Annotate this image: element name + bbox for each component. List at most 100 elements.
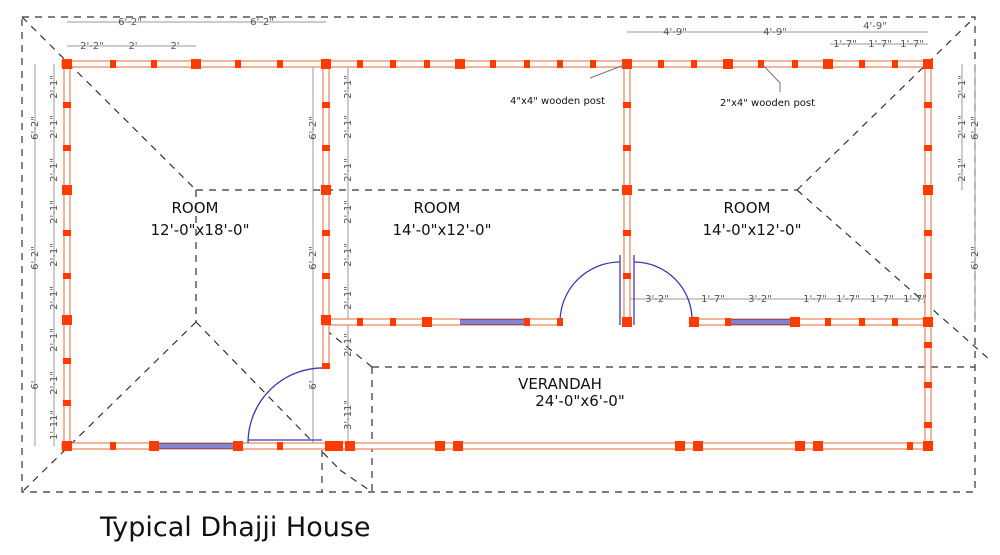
doors-windows xyxy=(155,255,792,449)
post-2x4 xyxy=(590,60,596,68)
room-2-name: ROOM xyxy=(414,199,461,217)
door-swing-room1 xyxy=(247,367,327,444)
post-4x4 xyxy=(693,441,703,451)
post-4x4 xyxy=(321,185,331,195)
post-2x4 xyxy=(623,230,631,236)
dimension-label: 2'-2" xyxy=(80,41,104,52)
post-4x4 xyxy=(622,317,632,327)
dimension-label: 2'-1" xyxy=(49,371,60,395)
dimension-label: 2'-1" xyxy=(49,200,60,224)
post-4x4 xyxy=(345,441,355,451)
post-2x4 xyxy=(892,318,898,326)
dimension-lines xyxy=(34,21,976,446)
dimension-label: 1'-7" xyxy=(803,294,827,305)
room-2-size: 14'-0"x12'-0" xyxy=(392,221,491,239)
post-2x4 xyxy=(924,102,932,108)
leader-4x4 xyxy=(589,63,628,79)
post-4x4 xyxy=(823,59,833,69)
post-2x4 xyxy=(277,60,283,68)
post-2x4 xyxy=(322,145,330,151)
post-2x4 xyxy=(63,145,71,151)
post-2x4 xyxy=(691,60,697,68)
verandah-size: 24'-0"x6'-0" xyxy=(535,392,624,410)
dimension-label: 2'-1" xyxy=(343,200,354,224)
dimension-label: 6'-2" xyxy=(250,17,274,28)
post-2x4 xyxy=(907,442,913,450)
dimension-label: 3'-2" xyxy=(645,294,669,305)
dimension-label: 6'-2" xyxy=(970,116,981,140)
dimension-label: 2'-1" xyxy=(343,75,354,99)
post-4x4 xyxy=(923,441,933,451)
post-2x4 xyxy=(557,318,563,326)
dimension-label: 6' xyxy=(308,380,319,389)
post-2x4 xyxy=(924,230,932,236)
post-2x4 xyxy=(924,342,932,348)
post-2x4 xyxy=(63,358,71,364)
post-4x4 xyxy=(675,441,685,451)
dimension-label: 2'-1" xyxy=(343,286,354,310)
post-2x4 xyxy=(63,400,71,406)
dimension-label: 1'-7" xyxy=(870,294,894,305)
post-4x4 xyxy=(455,59,465,69)
post-2x4 xyxy=(424,60,430,68)
post-2x4 xyxy=(63,102,71,108)
post-2x4 xyxy=(758,60,764,68)
dimension-label: 6'-2" xyxy=(30,116,41,140)
post-4x4 xyxy=(149,441,159,451)
door-swing-right xyxy=(633,261,693,323)
dimension-label: 3'-11" xyxy=(343,400,354,430)
verandah-name: VERANDAH xyxy=(518,375,602,393)
drawing-title: Typical Dhajji House xyxy=(100,512,371,543)
post-4x4 xyxy=(622,185,632,195)
roof-outline xyxy=(21,16,991,493)
post-4x4 xyxy=(62,185,72,195)
post-2x4 xyxy=(110,442,116,450)
post-2x4 xyxy=(322,363,330,369)
post-2x4 xyxy=(924,422,932,428)
dimension-label: 1'-7" xyxy=(701,294,725,305)
post-4x4 xyxy=(790,317,800,327)
post-2x4 xyxy=(357,318,363,326)
dimension-label: 2'-1" xyxy=(343,333,354,357)
post-4x4 xyxy=(62,441,72,451)
dimension-label: 1'-7" xyxy=(868,39,892,50)
room-1-name: ROOM xyxy=(172,199,219,217)
post-2x4 xyxy=(859,318,865,326)
post-2x4 xyxy=(792,60,798,68)
walls xyxy=(61,60,933,451)
post-2x4 xyxy=(892,60,898,68)
dimension-label: 2'-1" xyxy=(49,158,60,182)
dimension-label: 2'-1" xyxy=(343,243,354,267)
note-2x4-post: 2"x4" wooden post xyxy=(720,98,815,109)
dimension-label: 2'-1" xyxy=(49,328,60,352)
post-4x4 xyxy=(321,59,331,69)
post-2x4 xyxy=(110,60,116,68)
post-2x4 xyxy=(151,60,157,68)
post-2x4 xyxy=(924,145,932,151)
dimension-label: 6'-2" xyxy=(30,246,41,270)
post-2x4 xyxy=(63,273,71,279)
post-2x4 xyxy=(357,60,363,68)
post-4x4 xyxy=(435,441,445,451)
post-2x4 xyxy=(623,145,631,151)
dimension-label: 4'-9" xyxy=(863,21,887,32)
dimension-label: 2'-1" xyxy=(49,115,60,139)
dimension-label: 3'-2" xyxy=(748,294,772,305)
post-2x4 xyxy=(623,273,631,279)
dimension-label: 1'-7" xyxy=(836,294,860,305)
dimension-label: 2'-1" xyxy=(957,115,968,139)
post-4x4 xyxy=(923,317,933,327)
dimension-label: 1'-7" xyxy=(900,39,924,50)
dimension-label: 1'-11" xyxy=(49,410,60,440)
dimension-label: 1'-7" xyxy=(833,39,857,50)
post-4x4 xyxy=(723,59,733,69)
dimension-label: 6'-2" xyxy=(308,246,319,270)
post-2x4 xyxy=(322,273,330,279)
post-4x4 xyxy=(422,317,432,327)
dimension-label: 6'-2" xyxy=(970,246,981,270)
post-4x4 xyxy=(62,315,72,325)
post-4x4 xyxy=(62,59,72,69)
post-2x4 xyxy=(557,60,563,68)
post-2x4 xyxy=(490,60,496,68)
